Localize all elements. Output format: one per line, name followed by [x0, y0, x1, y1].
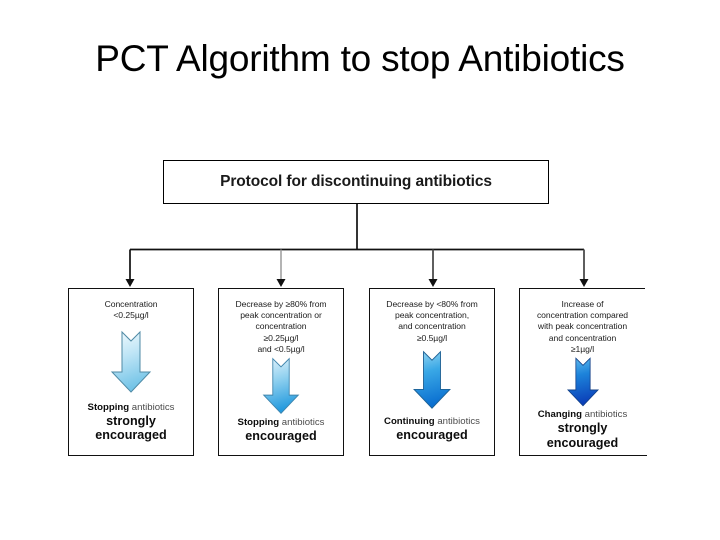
condition-line: Decrease by <80% from: [386, 299, 478, 309]
outcome-line-1: Continuing antibiotics: [370, 416, 494, 428]
outcome-line-3: encouraged: [546, 435, 619, 450]
condition-line: and <0.5µg/l: [257, 343, 305, 354]
page-title: PCT Algorithm to stop Antibiotics: [95, 38, 625, 79]
down-arrow-icon: [413, 350, 451, 410]
condition-line: concentration compared: [536, 310, 629, 321]
outcome-light-word: antibiotics: [281, 417, 325, 429]
branch-1-condition: Concentration <0.25µg/l: [72, 299, 190, 321]
condition-line: peak concentration,: [394, 310, 470, 321]
branch-box-1: Concentration <0.25µg/l Stopping antibio…: [68, 288, 194, 456]
condition-line: peak concentration or: [240, 310, 322, 321]
outcome-line-3: encouraged: [95, 428, 167, 443]
branch-2-condition: Decrease by ≥80% from peak concentration…: [222, 299, 340, 355]
branch-4-condition: Increase of concentration compared with …: [524, 299, 642, 355]
condition-line: and concentration: [548, 332, 617, 343]
branch-2-arrow-area: [219, 355, 343, 417]
condition-line: and concentration: [398, 321, 466, 332]
down-arrow-icon: [110, 330, 152, 393]
protocol-root-label: Protocol for discontinuing antibiotics: [220, 173, 492, 190]
down-arrow-icon: [262, 357, 300, 415]
condition-line: ≥0.25µg/l: [263, 332, 299, 343]
branch-4-arrow-area: [520, 355, 645, 409]
branch-1-outcome: Stopping antibiotics strongly encouraged: [69, 402, 193, 443]
branch-box-4-bottom-rule: [519, 455, 647, 457]
condition-line: ≥0.5µg/l: [416, 332, 448, 343]
branch-2-outcome: Stopping antibiotics encouraged: [219, 417, 343, 444]
condition-line: Decrease by ≥80% from: [235, 299, 327, 309]
condition-line: ≥1µg/l: [570, 343, 595, 354]
outcome-line-2: encouraged: [396, 428, 468, 443]
outcome-line-2: encouraged: [245, 429, 317, 444]
outcome-light-word: antibiotics: [131, 401, 175, 413]
branch-3-condition: Decrease by <80% from peak concentration…: [373, 299, 491, 344]
outcome-strong-word: Stopping: [237, 417, 280, 429]
outcome-line-1: Stopping antibiotics: [219, 417, 343, 429]
condition-line: with peak concentration: [537, 321, 628, 332]
down-arrow-icon: [566, 357, 599, 407]
branch-1-arrow-area: [69, 321, 193, 401]
outcome-light-word: antibiotics: [437, 416, 480, 428]
outcome-line-2: strongly: [557, 421, 608, 436]
outcome-line-2: strongly: [106, 413, 156, 428]
branch-3-outcome: Continuing antibiotics encouraged: [370, 416, 494, 443]
condition-line: Concentration: [104, 299, 158, 309]
condition-line: <0.25µg/l: [113, 310, 149, 321]
protocol-root-box: Protocol for discontinuing antibiotics: [163, 160, 549, 204]
outcome-strong-word: Stopping: [87, 401, 130, 413]
outcome-strong-word: Continuing: [384, 416, 435, 428]
branch-box-2: Decrease by ≥80% from peak concentration…: [218, 288, 344, 456]
condition-line: Increase of: [561, 299, 604, 309]
branch-3-arrow-area: [370, 344, 494, 417]
condition-line: concentration: [255, 321, 307, 332]
outcome-line-1: Stopping antibiotics: [69, 402, 193, 414]
outcome-strong-word: Changing: [537, 409, 582, 421]
outcome-line-1: Changing antibiotics: [521, 409, 645, 421]
outcome-light-word: antibiotics: [584, 409, 628, 421]
branch-box-4: Increase of concentration compared with …: [519, 288, 645, 456]
branch-4-outcome: Changing antibiotics strongly encouraged: [521, 409, 645, 450]
branch-box-3: Decrease by <80% from peak concentration…: [369, 288, 495, 456]
